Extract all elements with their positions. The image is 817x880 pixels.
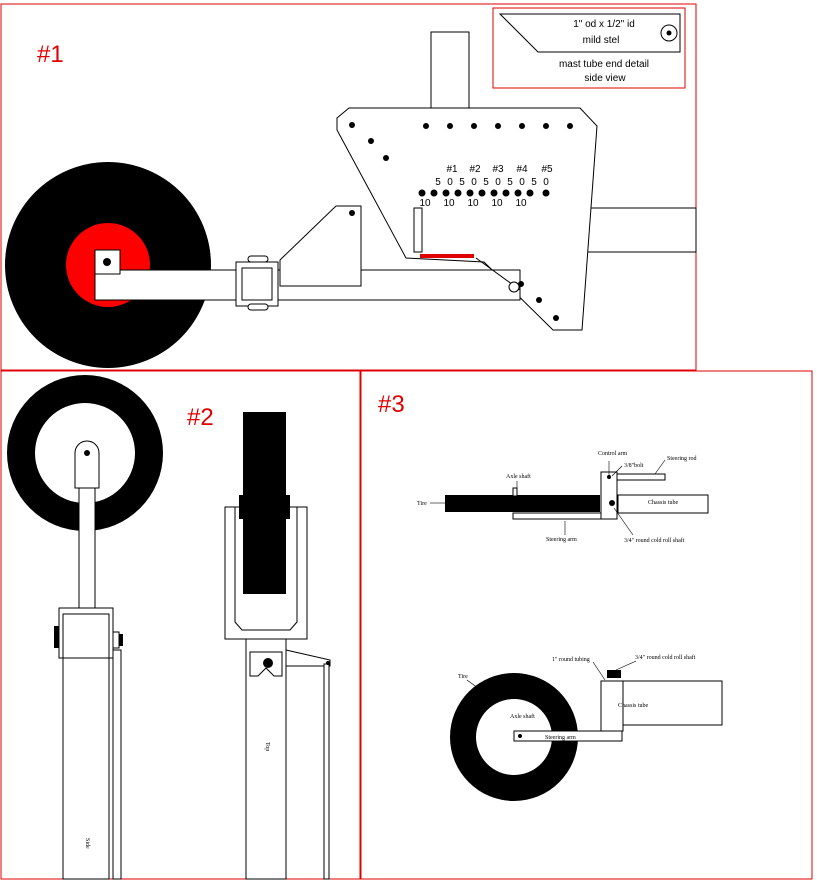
row5-0: 5 xyxy=(435,177,441,188)
mast-tube xyxy=(430,31,470,109)
plate-holes-top xyxy=(349,122,573,321)
hole-label-3: #3 xyxy=(492,164,504,175)
panel-3-frame xyxy=(360,370,813,880)
p3-top-tire: Tire xyxy=(417,501,427,507)
hole-label-1: #1 xyxy=(446,164,458,175)
mast-tube-end-hole-inner xyxy=(666,30,672,36)
top-bolt-right xyxy=(286,495,290,519)
top-wheel xyxy=(243,412,286,594)
row5-4: 5 xyxy=(483,177,489,188)
row10-3: 10 xyxy=(491,198,503,209)
panel-1-frame xyxy=(0,3,697,371)
steering-bracket xyxy=(279,205,362,287)
clevis-inner xyxy=(241,267,273,301)
p3-cold-roll-cap xyxy=(607,670,621,678)
panel-3-label: #3 xyxy=(378,391,405,418)
top-rod-bolt xyxy=(326,661,330,665)
top-steering-rod xyxy=(323,663,330,880)
top-label: Top xyxy=(264,742,270,751)
p3-top-axle-shaft: Axle shaft xyxy=(506,473,531,480)
top-chassis-tube xyxy=(245,638,287,880)
row5-5: 0 xyxy=(495,177,501,188)
side-chassis-tube xyxy=(62,657,110,880)
detail-caption-1: mast tube end detail xyxy=(559,59,649,70)
side-steering-rod xyxy=(112,649,122,880)
p3-pivot-top xyxy=(609,500,615,506)
panel-2-frame xyxy=(0,370,361,880)
plate-roller xyxy=(508,281,520,293)
p3-top-bolt: 3/8"bolt xyxy=(624,463,644,469)
red-spacer xyxy=(420,254,474,258)
side-fork-stem xyxy=(78,469,96,611)
side-fork-bolt xyxy=(84,450,90,456)
side-bolt-right-fill xyxy=(119,634,123,646)
p3-top-steering-rod: Steering rod xyxy=(667,456,697,462)
p3-leader-lines-top xyxy=(430,459,666,536)
detail-box xyxy=(492,7,686,89)
p3-top-chassis-tube: Chassis tube xyxy=(648,500,679,506)
p3-side-cold-roll: 3/4" round cold roll shaft xyxy=(635,654,696,661)
p3-axle-top xyxy=(512,487,518,497)
row5-8: 5 xyxy=(531,177,537,188)
top-bracket-bolt xyxy=(263,658,273,668)
detail-line-1: 1" od x 1/2" id xyxy=(573,19,635,30)
p3-side-tire: Tire xyxy=(458,674,468,680)
p3-side-steering-arm: Steering arm xyxy=(545,735,576,741)
hole-label-2: #2 xyxy=(469,164,481,175)
hole-label-4: #4 xyxy=(516,164,528,175)
row5-1: 0 xyxy=(447,177,453,188)
mast-tube-end-shape xyxy=(498,13,681,53)
p3-bolt-top xyxy=(607,475,611,479)
side-collar-inner xyxy=(62,613,110,659)
p3-top-steering-arm: Steering arm xyxy=(546,537,577,543)
chassis-tube-end xyxy=(413,207,423,253)
adjustment-holes xyxy=(418,189,550,197)
top-control-arm xyxy=(285,649,331,667)
side-bolt-right xyxy=(112,631,120,649)
p3-steering-rod-top xyxy=(616,473,666,481)
p3-chassis-tube-top xyxy=(617,494,709,514)
row5-6: 5 xyxy=(507,177,513,188)
p3-top-control-arm: Control arm xyxy=(598,451,627,457)
p3-control-arm-top xyxy=(600,471,618,520)
row10-4: 10 xyxy=(515,198,527,209)
side-label: Side xyxy=(84,838,90,849)
clevis-cap-top xyxy=(247,255,269,263)
p3-tire-top xyxy=(445,495,600,512)
p3-steering-arm-side xyxy=(513,730,623,742)
detail-caption-2: side view xyxy=(584,73,626,84)
row5-7: 0 xyxy=(519,177,525,188)
side-fork-tab xyxy=(74,440,100,489)
p3-axle-side xyxy=(518,734,522,738)
p3-side-chassis-tube: Chassis tube xyxy=(618,703,649,709)
side-bolt-left xyxy=(54,626,59,648)
axle-arm-front xyxy=(94,269,241,301)
row10-2: 10 xyxy=(467,198,479,209)
p3-leader-lines-side xyxy=(466,660,637,689)
row5-9: 0 xyxy=(543,177,549,188)
p3-steering-arm-top xyxy=(512,512,616,520)
row5-2: 5 xyxy=(459,177,465,188)
panel-2-label: #2 xyxy=(187,404,214,431)
hole-label-5: #5 xyxy=(541,164,553,175)
p3-side-round-tubing: 1" round tubing xyxy=(552,657,590,663)
axle-bolt xyxy=(103,258,111,266)
row10-1: 10 xyxy=(443,198,455,209)
clevis-cap-bottom xyxy=(247,303,269,311)
detail-line-2: mild stel xyxy=(583,35,620,46)
row10-0: 10 xyxy=(419,198,431,209)
p3-side-axle-shaft: Axle shaft xyxy=(510,713,535,720)
top-bolt-left xyxy=(239,495,243,519)
p3-top-cold-roll: 3/4" round cold roll shaft xyxy=(624,537,685,544)
row5-3: 0 xyxy=(471,177,477,188)
panel-1-label: #1 xyxy=(37,41,64,68)
